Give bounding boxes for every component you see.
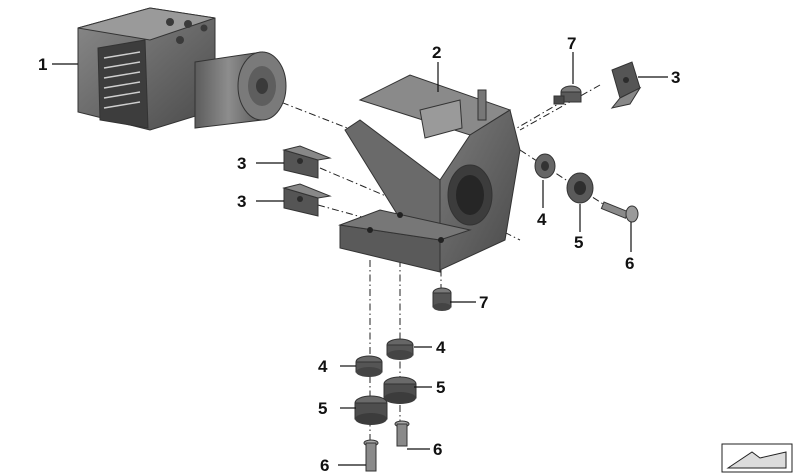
hydraulic-unit-part-1 [77,7,287,131]
callout-4b: 4 [318,357,328,376]
grommet-part-5-left [354,395,388,425]
callout-6b: 6 [433,440,442,459]
callout-3a: 3 [237,154,246,173]
valve-ports [166,18,208,44]
callout-7a: 7 [567,34,576,53]
washer-part-4-left [355,355,383,377]
washer-part-4-right [534,153,556,179]
clip-nut-part-3-upper [282,145,332,179]
assembly-axes [254,84,621,460]
clip-nut-part-3-right [610,61,642,109]
callout-4c: 4 [436,338,446,357]
callout-3b: 3 [237,192,246,211]
callout-2: 2 [432,43,441,62]
callout-5b: 5 [436,378,445,397]
washer-part-4-center [386,338,414,360]
screw-part-6-right [600,201,639,223]
callout-5c: 5 [318,399,327,418]
callout-3c: 3 [671,68,680,87]
callout-6a: 6 [625,254,634,273]
pump-motor [194,51,287,129]
connector-pins [103,51,141,109]
bolt-part-7-lower [432,287,452,311]
callout-1: 1 [38,55,47,74]
callout-7b: 7 [479,293,488,312]
callout-5a: 5 [574,233,583,252]
screw-part-6-center [394,420,410,447]
clip-nut-part-3-lower [282,183,332,217]
callout-6c: 6 [320,456,329,473]
callout-4a: 4 [537,210,547,229]
screw-part-6-left [363,439,379,472]
leader-lines [52,52,668,466]
bolt-part-7-upper [553,85,582,105]
grommet-part-5-right [566,172,594,204]
reference-arrow-icon [721,443,793,473]
callout-labels: 1 2 3 3 3 4 4 4 5 5 5 6 6 6 7 7 [38,34,680,473]
bracket-part-2 [338,74,521,273]
grommet-part-5-center [383,376,417,404]
